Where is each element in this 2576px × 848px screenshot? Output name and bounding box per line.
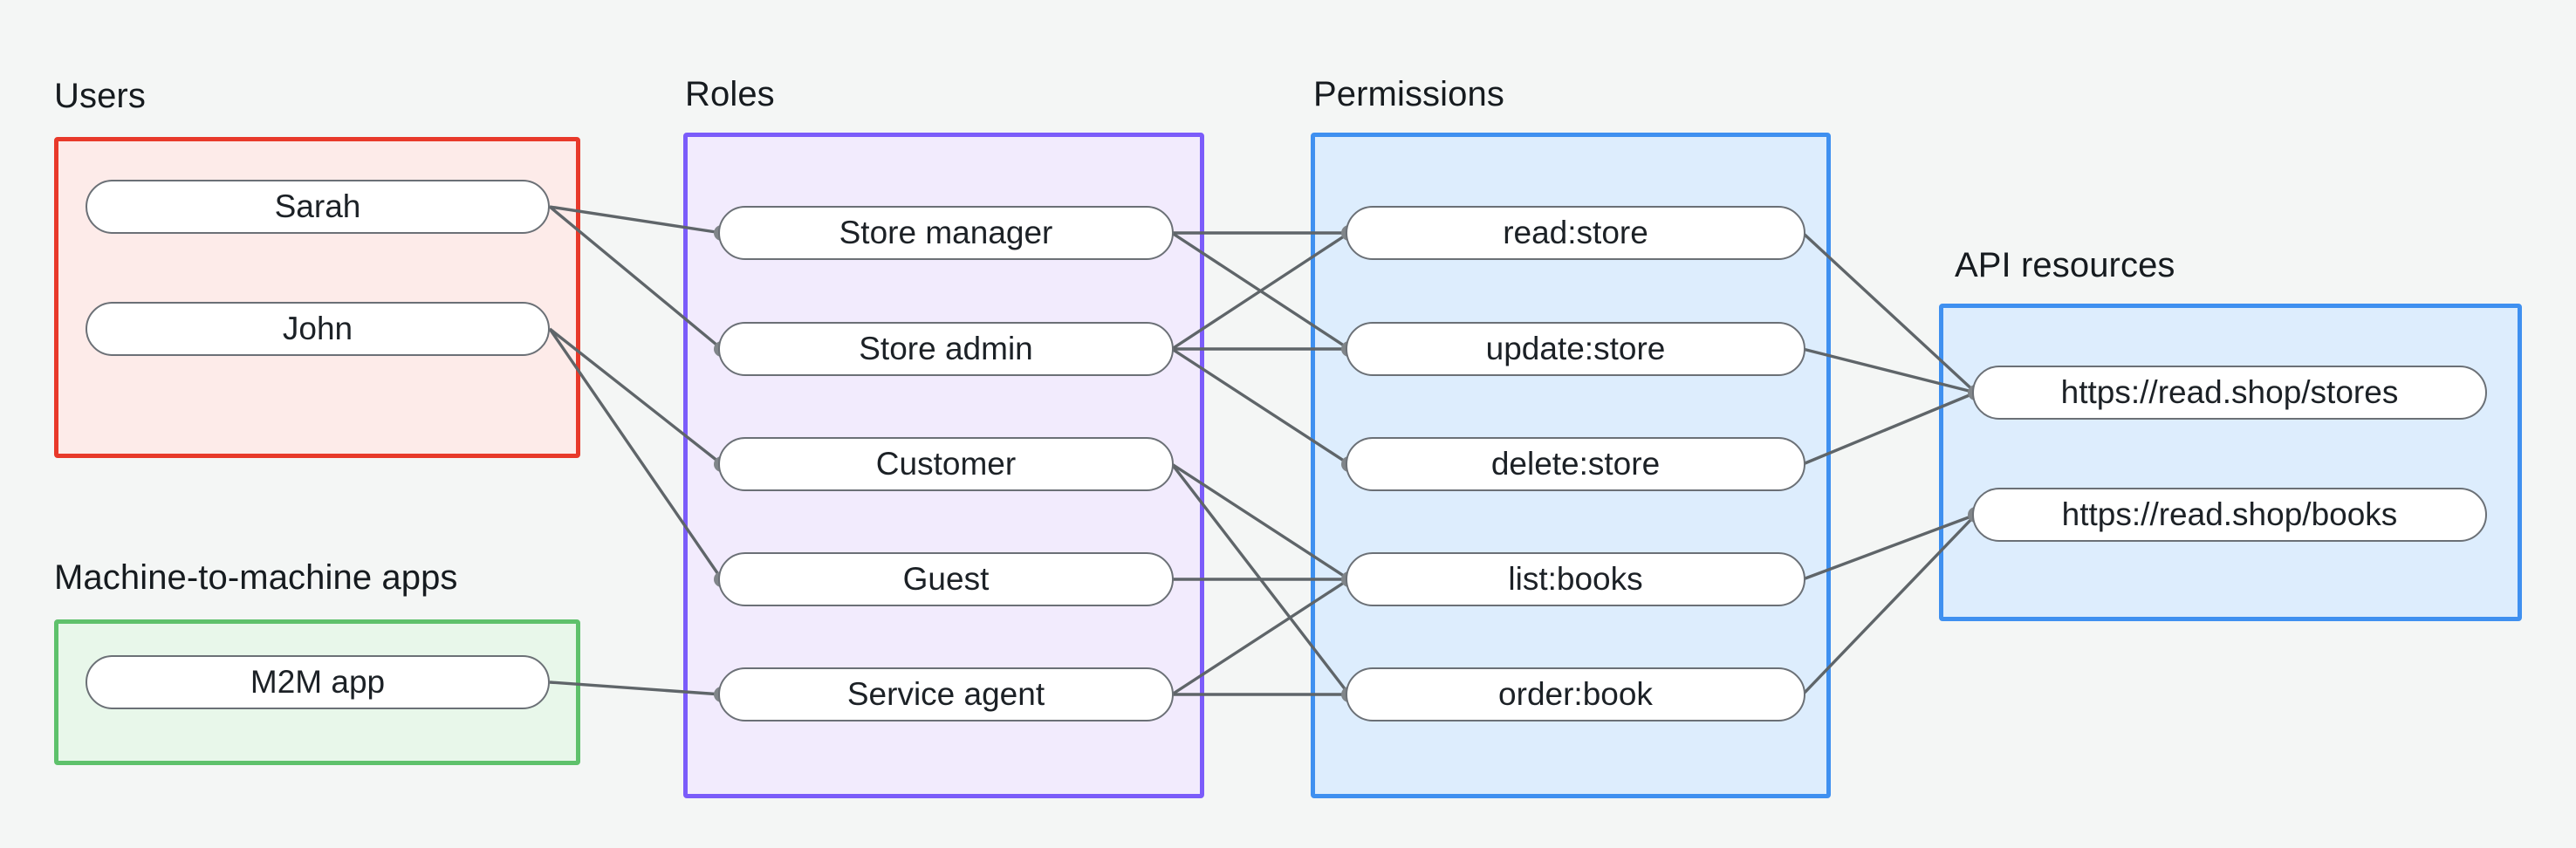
group-label-permissions: Permissions: [1313, 75, 1504, 113]
node-role-customer[interactable]: Customer: [718, 437, 1174, 491]
edge-john-guest: [548, 328, 723, 580]
node-label: delete:store: [1490, 446, 1661, 482]
node-label: update:store: [1485, 331, 1666, 366]
node-role-store-manager[interactable]: Store manager: [718, 206, 1174, 260]
edge-delete-store-api-stores: [1802, 391, 1977, 466]
node-role-service-agent[interactable]: Service agent: [718, 667, 1174, 721]
edge-sarah-store-manager: [549, 205, 723, 235]
node-label: https://read.shop/stores: [2060, 374, 2399, 410]
edge-store-admin-read-store: [1171, 231, 1350, 351]
edge-order-book-api-books: [1801, 513, 1977, 696]
edge-update-store-api-stores: [1802, 347, 1977, 394]
edge-john-customer: [548, 327, 723, 466]
node-permission-delete-store[interactable]: delete:store: [1346, 437, 1805, 491]
node-label: Sarah: [274, 188, 361, 224]
edge-read-store-api-stores: [1801, 231, 1977, 394]
node-user-sarah[interactable]: Sarah: [86, 180, 550, 234]
edge-list-books-api-books: [1802, 513, 1977, 581]
node-label: Store manager: [839, 215, 1053, 250]
node-permission-update-store[interactable]: update:store: [1346, 322, 1805, 376]
edge-store-admin-delete-store: [1171, 347, 1350, 466]
node-label: https://read.shop/books: [2061, 496, 2398, 532]
node-label: John: [282, 311, 353, 346]
node-label: M2M app: [250, 664, 386, 700]
node-label: list:books: [1508, 561, 1643, 597]
edge-service-agent-list-books: [1171, 578, 1350, 696]
edge-sarah-store-admin: [548, 205, 723, 351]
node-permission-order-book[interactable]: order:book: [1346, 667, 1805, 721]
node-label: Service agent: [846, 676, 1045, 712]
node-user-john[interactable]: John: [86, 302, 550, 356]
edge-customer-list-books: [1171, 462, 1350, 581]
node-api-resource-stores[interactable]: https://read.shop/stores: [1972, 366, 2487, 420]
group-label-api-resources: API resources: [1955, 246, 2175, 284]
node-label: order:book: [1498, 676, 1653, 712]
node-permission-read-store[interactable]: read:store: [1346, 206, 1805, 260]
group-label-roles: Roles: [685, 75, 775, 113]
group-label-users: Users: [54, 77, 146, 115]
node-label: read:store: [1503, 215, 1648, 250]
node-label: Guest: [902, 561, 990, 597]
node-permission-list-books[interactable]: list:books: [1346, 552, 1805, 606]
node-label: Customer: [875, 446, 1017, 482]
node-role-store-admin[interactable]: Store admin: [718, 322, 1174, 376]
node-m2m-app[interactable]: M2M app: [86, 655, 550, 709]
node-label: Store admin: [859, 331, 1033, 366]
group-api-resources: [1939, 304, 2522, 621]
group-label-m2m: Machine-to-machine apps: [54, 558, 458, 597]
node-api-resource-books[interactable]: https://read.shop/books: [1972, 488, 2487, 542]
node-role-guest[interactable]: Guest: [718, 552, 1174, 606]
edge-m2m-service-agent: [549, 680, 723, 696]
